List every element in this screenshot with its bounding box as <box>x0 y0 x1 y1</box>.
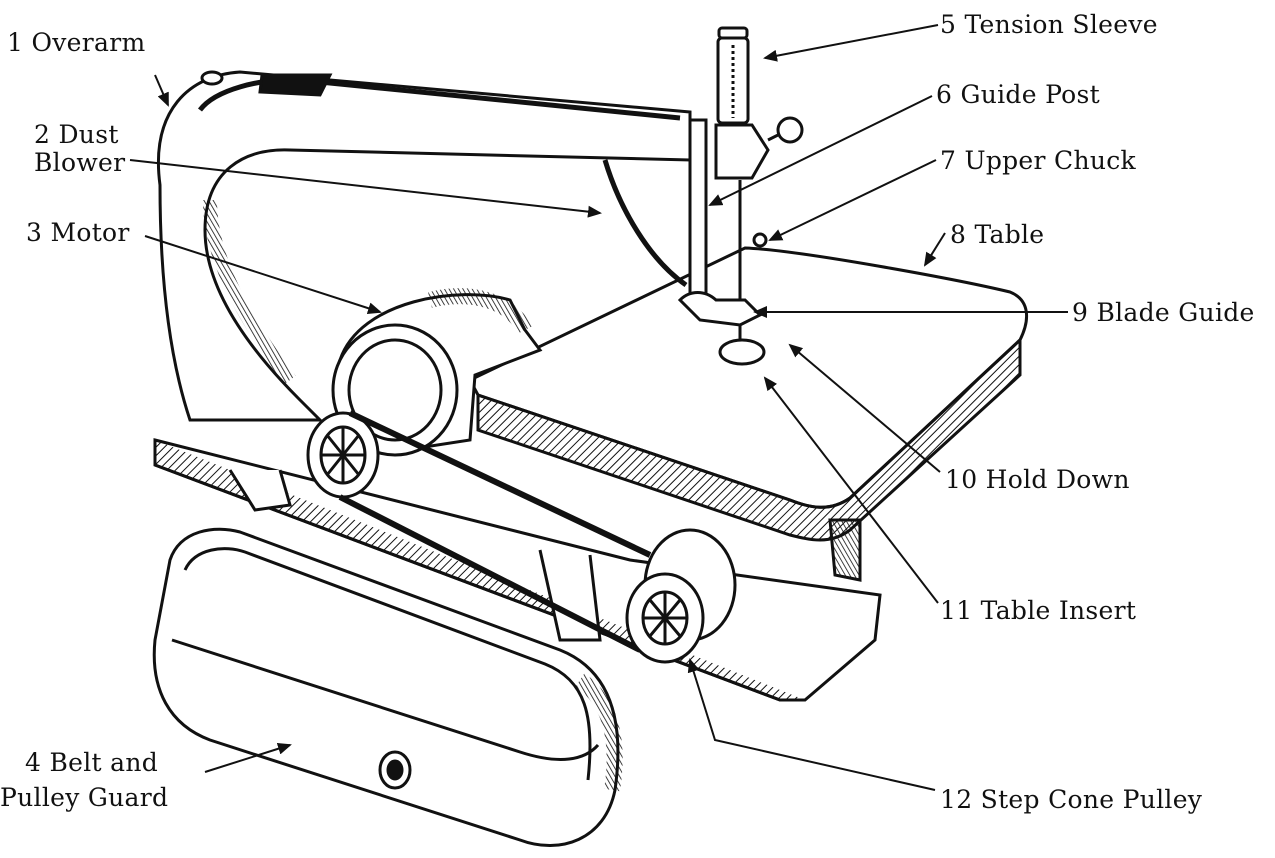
label-dust-blower-line2: Blower <box>34 148 126 177</box>
table-insert-leader <box>763 376 939 604</box>
label-upper-chuck: 7 Upper Chuck <box>940 146 1137 175</box>
label-hold-down: 10 Hold Down <box>945 465 1130 494</box>
hold-down-leader <box>788 343 941 473</box>
label-guide-post: 6 Guide Post <box>936 80 1101 109</box>
belt-pulley-guard <box>152 527 623 848</box>
motor-leader <box>144 235 382 315</box>
label-blade-guide: 9 Blade Guide <box>1072 298 1255 327</box>
overarm-leader <box>154 74 169 107</box>
label-dust-blower-line1: 2 Dust <box>34 120 119 149</box>
overarm <box>157 70 692 422</box>
guide-post-leader <box>708 95 933 206</box>
step-cone-pulley-leader <box>687 658 936 791</box>
label-table-insert: 11 Table Insert <box>940 596 1137 625</box>
label-step-cone-pulley: 12 Step Cone Pulley <box>940 785 1203 814</box>
blade-assembly <box>602 26 804 366</box>
leader-lines <box>129 24 1068 791</box>
table <box>467 246 1029 582</box>
label-belt-guard-line1: 4 Belt and <box>25 748 159 777</box>
upper-chuck-leader <box>768 159 937 241</box>
motor <box>331 288 543 457</box>
label-tension-sleeve: 5 Tension Sleeve <box>940 10 1158 39</box>
label-motor: 3 Motor <box>26 218 130 247</box>
label-table: 8 Table <box>950 220 1045 249</box>
table-leader <box>923 232 946 267</box>
belt-guard-leader <box>204 742 292 773</box>
tension-sleeve-leader <box>763 24 939 62</box>
dust-blower-leader <box>129 159 602 218</box>
step-cone-pulley <box>625 528 737 664</box>
label-belt-guard-line2: Pulley Guard <box>0 783 169 812</box>
label-overarm: 1 Overarm <box>7 28 146 57</box>
motor-pulley <box>306 411 380 499</box>
belt <box>338 410 652 653</box>
